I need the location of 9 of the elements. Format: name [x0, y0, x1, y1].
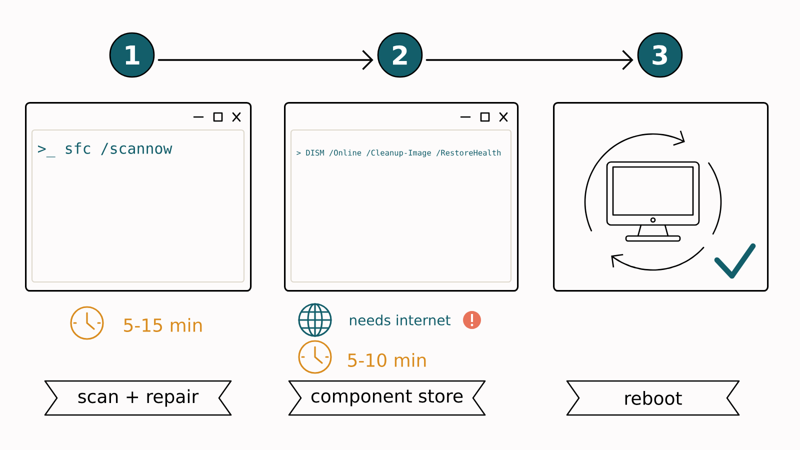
- arrow: [158, 50, 374, 70]
- terminal-window: >_ sfc /scannow: [25, 102, 252, 292]
- requirement-text: needs internet: [350, 314, 450, 326]
- duration-text: 5-15 min: [124, 318, 202, 332]
- ribbon-banner: scan + repair: [44, 380, 232, 416]
- arrow: [426, 50, 634, 70]
- ribbon-banner: reboot: [566, 380, 740, 416]
- picture-frame: [553, 102, 769, 292]
- ribbon-banner: component store: [288, 380, 486, 416]
